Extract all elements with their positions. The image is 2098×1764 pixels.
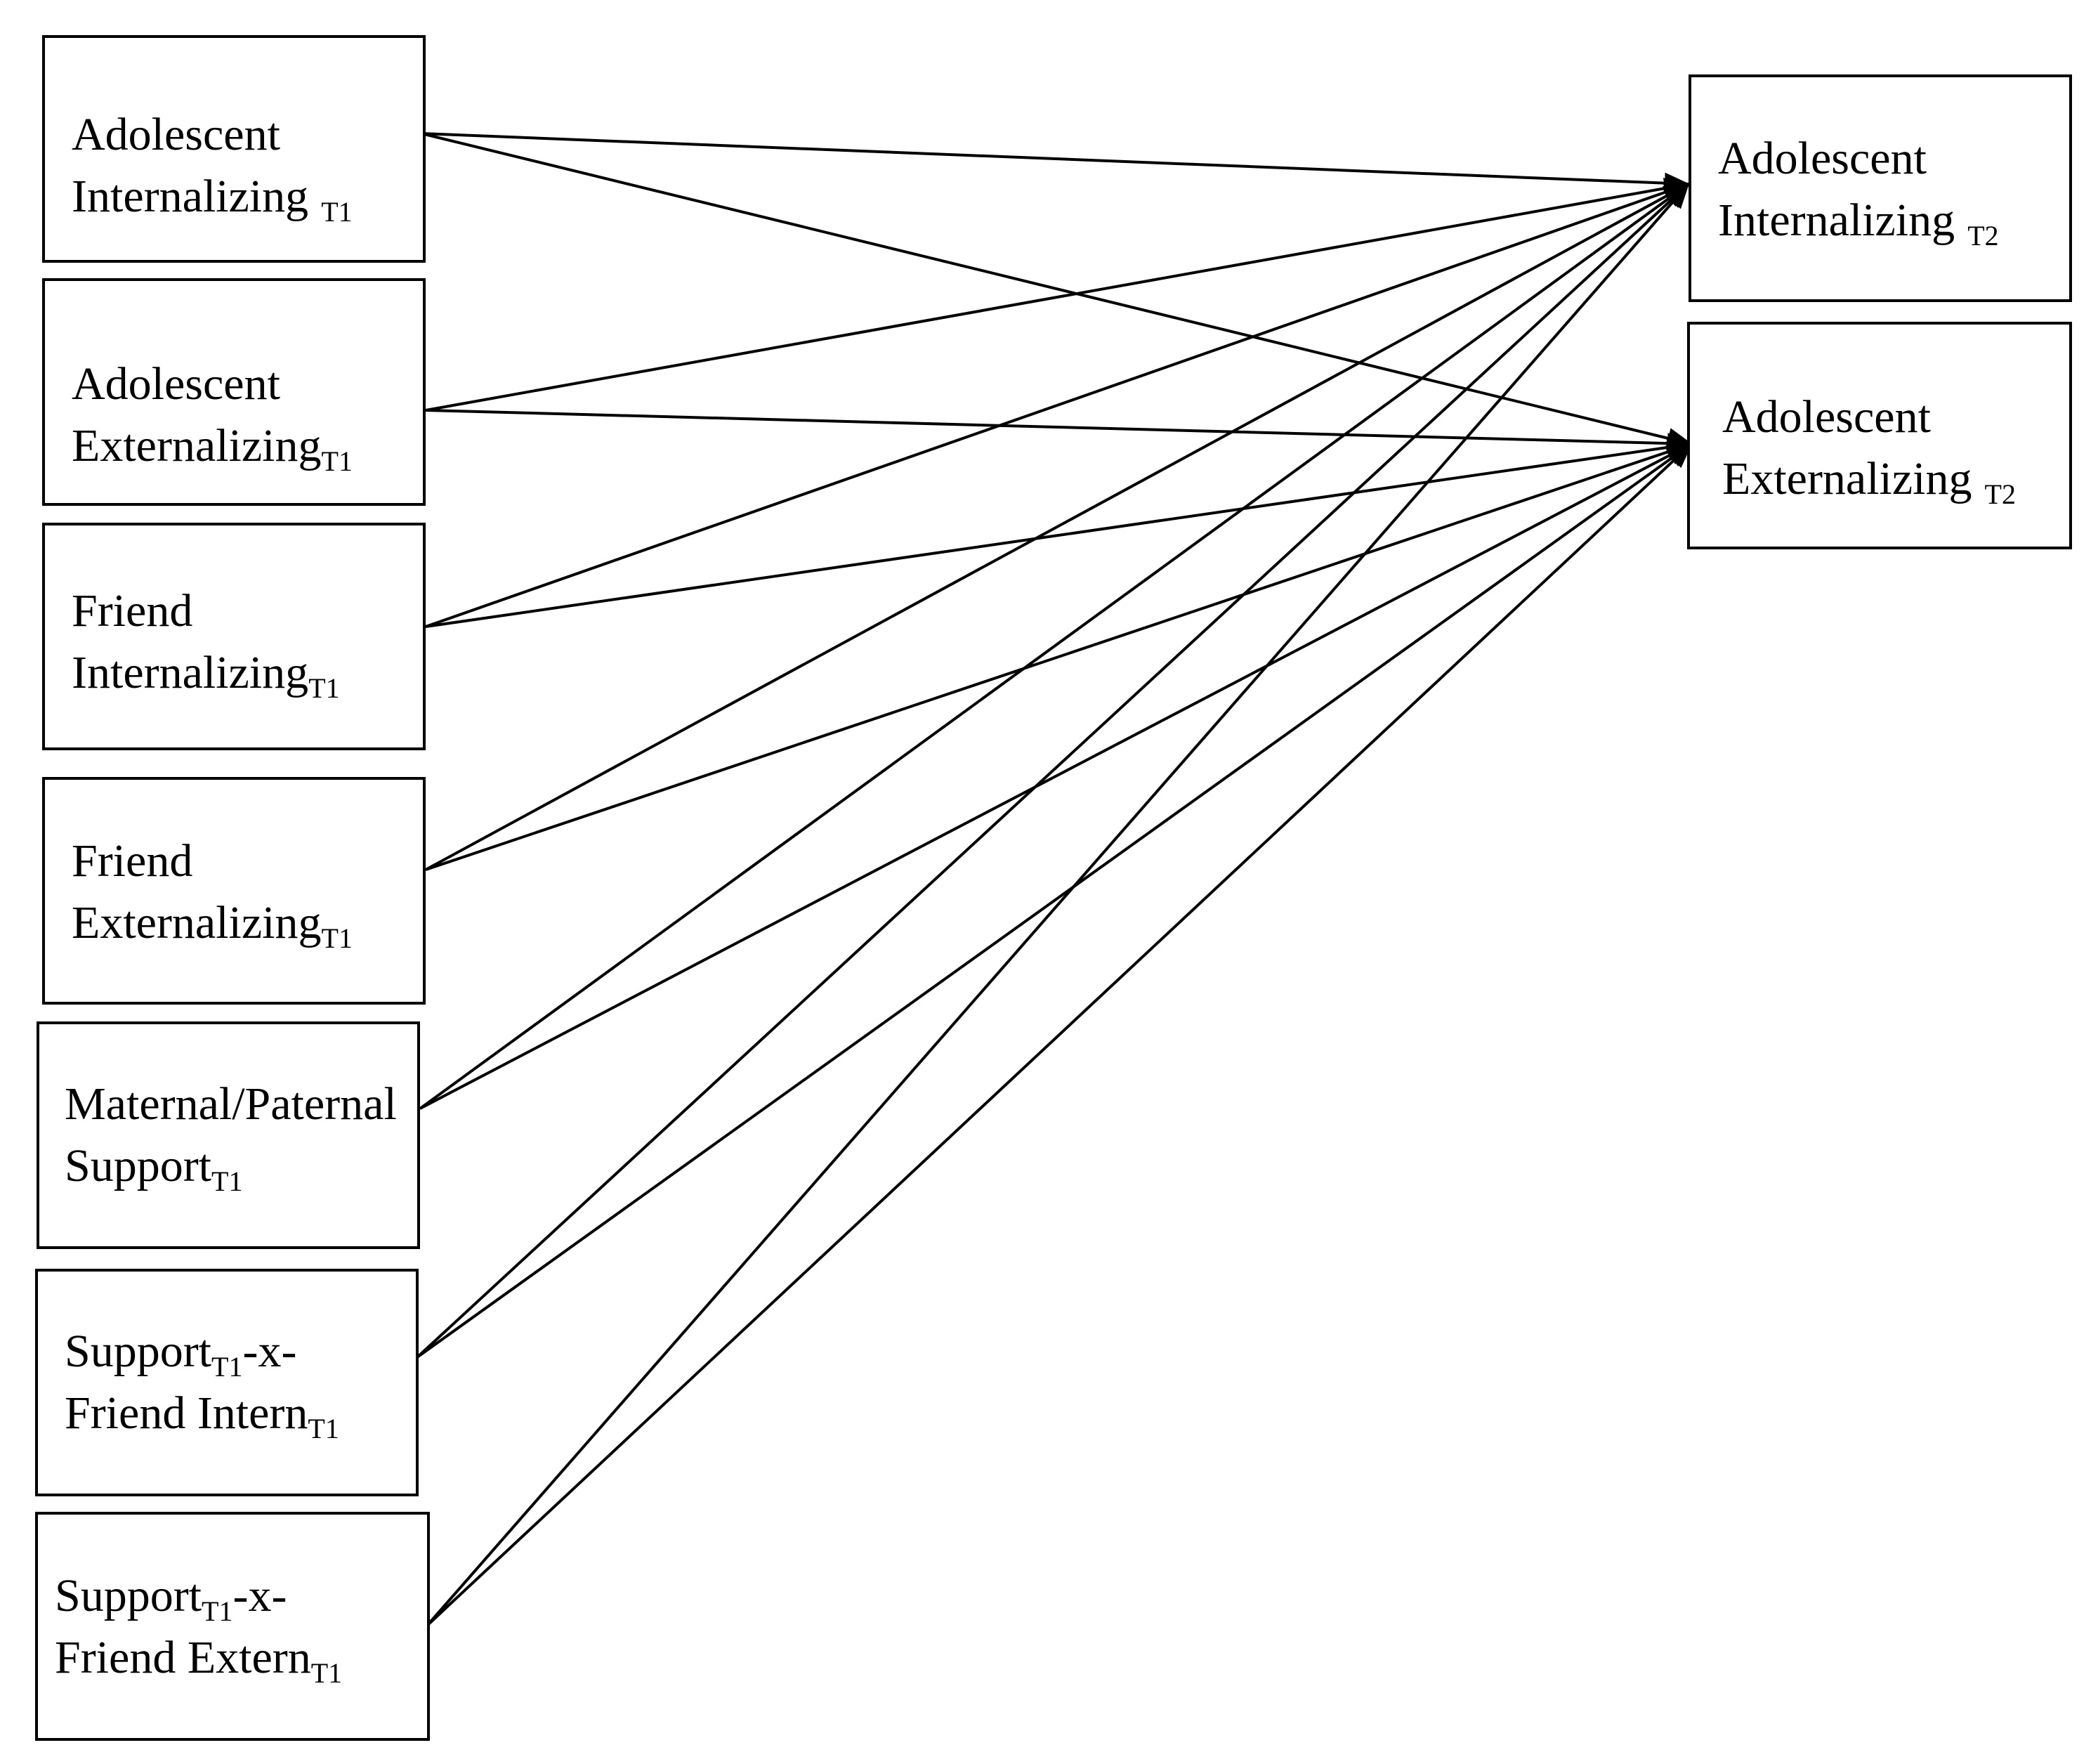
label-friend-externalizing-t1: Friend ExternalizingT1 (72, 835, 353, 954)
path-support-t1-to-adol-ext-t2 (419, 443, 1693, 1110)
box-adolescent-externalizing-t2 (1687, 322, 2072, 549)
label-adolescent-externalizing-t1: Adolescent ExternalizingT1 (72, 358, 353, 477)
box-adolescent-internalizing-t1 (42, 35, 426, 263)
path-adol-ext-t1-to-adol-ext-t2 (425, 409, 1693, 455)
label-friend-internalizing-t1: Friend InternalizingT1 (72, 585, 340, 704)
path-support-x-friend-ext-to-adol-ext-t2 (426, 443, 1693, 1627)
box-maternal-paternal-support-t1 (37, 1021, 420, 1249)
path-friend-ext-t1-to-adol-int-t2 (425, 183, 1690, 871)
box-adolescent-internalizing-t2 (1689, 74, 2072, 302)
path-adol-int-t1-to-adol-int-t2 (421, 132, 1690, 194)
box-support-x-friend-extern-t1 (35, 1512, 430, 1741)
box-support-x-friend-intern-t1 (35, 1269, 419, 1496)
path-support-x-friend-int-to-adol-int-t2 (416, 183, 1690, 1359)
path-support-x-friend-int-to-adol-ext-t2 (416, 443, 1693, 1359)
path-adol-int-t1-to-adol-ext-t2 (421, 132, 1693, 449)
box-friend-externalizing-t1 (42, 777, 426, 1005)
box-friend-internalizing-t1 (42, 523, 426, 750)
box-adolescent-externalizing-t1 (42, 278, 426, 506)
path-adol-ext-t1-to-adol-int-t2 (425, 178, 1690, 412)
path-friend-ext-t1-to-adol-ext-t2 (425, 441, 1693, 871)
label-maternal-paternal-support-t1: Maternal/Paternal SupportT1 (65, 1078, 397, 1197)
path-friend-int-t1-to-adol-ext-t2 (425, 437, 1693, 628)
path-friend-int-t1-to-adol-int-t2 (425, 182, 1690, 628)
label-support-x-friend-intern-t1: SupportT1-x- Friend InternT1 (65, 1326, 339, 1444)
path-support-x-friend-ext-to-adol-int-t2 (426, 183, 1690, 1627)
label-support-x-friend-extern-t1: SupportT1-x- Friend ExternT1 (55, 1570, 343, 1689)
path-support-t1-to-adol-int-t2 (419, 183, 1690, 1110)
